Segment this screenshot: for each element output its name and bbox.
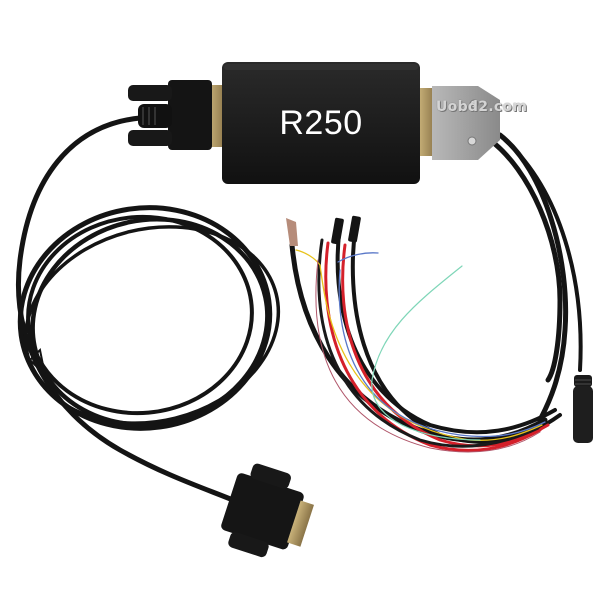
wire-tips xyxy=(286,215,361,246)
wire-harness xyxy=(289,132,583,453)
r250-box xyxy=(222,62,420,184)
db9-connector-left xyxy=(128,80,226,150)
coiled-serial-cable xyxy=(16,115,281,508)
dc-power-plug xyxy=(573,375,593,443)
db9-connector-bottom xyxy=(221,463,314,558)
db15-connector-right xyxy=(418,86,500,160)
